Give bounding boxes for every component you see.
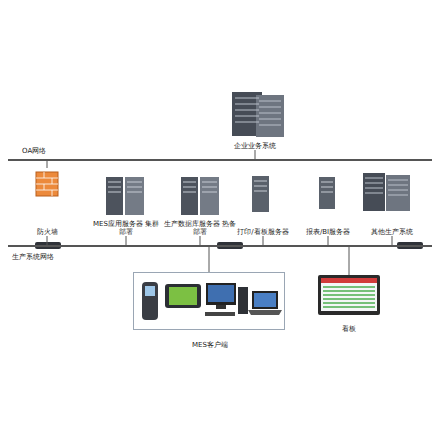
scanner-screen xyxy=(145,286,155,296)
server-node: MES应用服务器 集群部署 xyxy=(90,174,162,236)
node-label: 防火墙 xyxy=(37,228,58,236)
node-label: 打印/看板服务器 xyxy=(237,228,288,236)
network-link xyxy=(126,236,127,245)
network-link xyxy=(263,236,264,245)
server-node: 企业业务系统 xyxy=(212,88,298,150)
node-label: 生产系统网络 xyxy=(12,253,54,261)
server-slots xyxy=(108,182,142,192)
server-slots xyxy=(183,182,217,192)
firewall-brick xyxy=(36,172,58,196)
board-node: 看板 xyxy=(318,275,380,315)
brick-lines xyxy=(36,172,58,196)
server-tower xyxy=(319,177,335,209)
server-tower xyxy=(106,177,123,215)
client-devices xyxy=(142,282,282,320)
node-label: OA网络 xyxy=(22,147,46,155)
board-monitor xyxy=(318,275,380,315)
laptop-display xyxy=(254,293,276,307)
network-link xyxy=(200,236,201,245)
server-slots xyxy=(365,178,408,195)
scanner-body xyxy=(142,282,158,320)
laptop-base xyxy=(248,310,282,315)
node-label: 其他生产系统 xyxy=(371,228,413,236)
server-node: 其他生产系统 xyxy=(356,170,428,236)
server-slots xyxy=(254,181,267,191)
server-slots xyxy=(321,182,333,192)
network-link xyxy=(47,161,48,168)
node-label: 生产数据库服务器 热备部署 xyxy=(163,220,237,236)
pc-tower xyxy=(238,287,248,314)
laptop-screen xyxy=(252,291,278,309)
node-label: 看板 xyxy=(298,325,400,333)
network-bus: OA网络 xyxy=(8,159,432,161)
node-label: 报表/BI服务器 xyxy=(306,228,350,236)
network-link xyxy=(47,236,48,245)
server-rack xyxy=(363,173,385,211)
server-tower xyxy=(181,177,198,215)
server-tower xyxy=(252,176,269,212)
screen-header xyxy=(321,278,377,283)
network-link xyxy=(328,236,329,245)
other-system-icon xyxy=(363,173,410,211)
pc-screen xyxy=(208,285,234,302)
server-node: 打印/看板服务器 xyxy=(228,174,298,236)
server-slots xyxy=(235,98,281,125)
client-group-box: MES客户端 xyxy=(133,272,285,330)
pc-stand xyxy=(216,305,226,309)
network-link xyxy=(392,236,393,245)
server-tower xyxy=(125,177,144,215)
node-label: 企业业务系统 xyxy=(234,142,276,150)
monitor-frame xyxy=(318,275,380,315)
mes-server-icon xyxy=(106,177,144,215)
network-link xyxy=(209,247,210,272)
network-link xyxy=(349,247,350,275)
print-server-icon xyxy=(252,176,269,212)
monitor-screen xyxy=(321,278,377,311)
report-server-icon xyxy=(319,177,335,209)
network-bus: 生产系统网络 xyxy=(8,245,432,247)
firewall-node: 防火墙 xyxy=(22,168,72,236)
node-label: MES应用服务器 集群部署 xyxy=(90,220,162,236)
node-label: MES客户端 xyxy=(114,341,306,349)
pc-monitor xyxy=(206,283,236,305)
network-link xyxy=(255,150,256,159)
db-server-icon xyxy=(181,177,219,215)
server-tower xyxy=(200,177,219,215)
server-node: 报表/BI服务器 xyxy=(298,174,358,236)
server-node: 生产数据库服务器 热备部署 xyxy=(163,174,237,236)
enterprise-server-icon xyxy=(232,92,284,137)
tablet-screen xyxy=(169,287,197,305)
tablet-body xyxy=(165,284,201,308)
firewall-icon xyxy=(36,172,58,196)
keyboard xyxy=(205,312,235,316)
screen-rows xyxy=(323,287,375,307)
